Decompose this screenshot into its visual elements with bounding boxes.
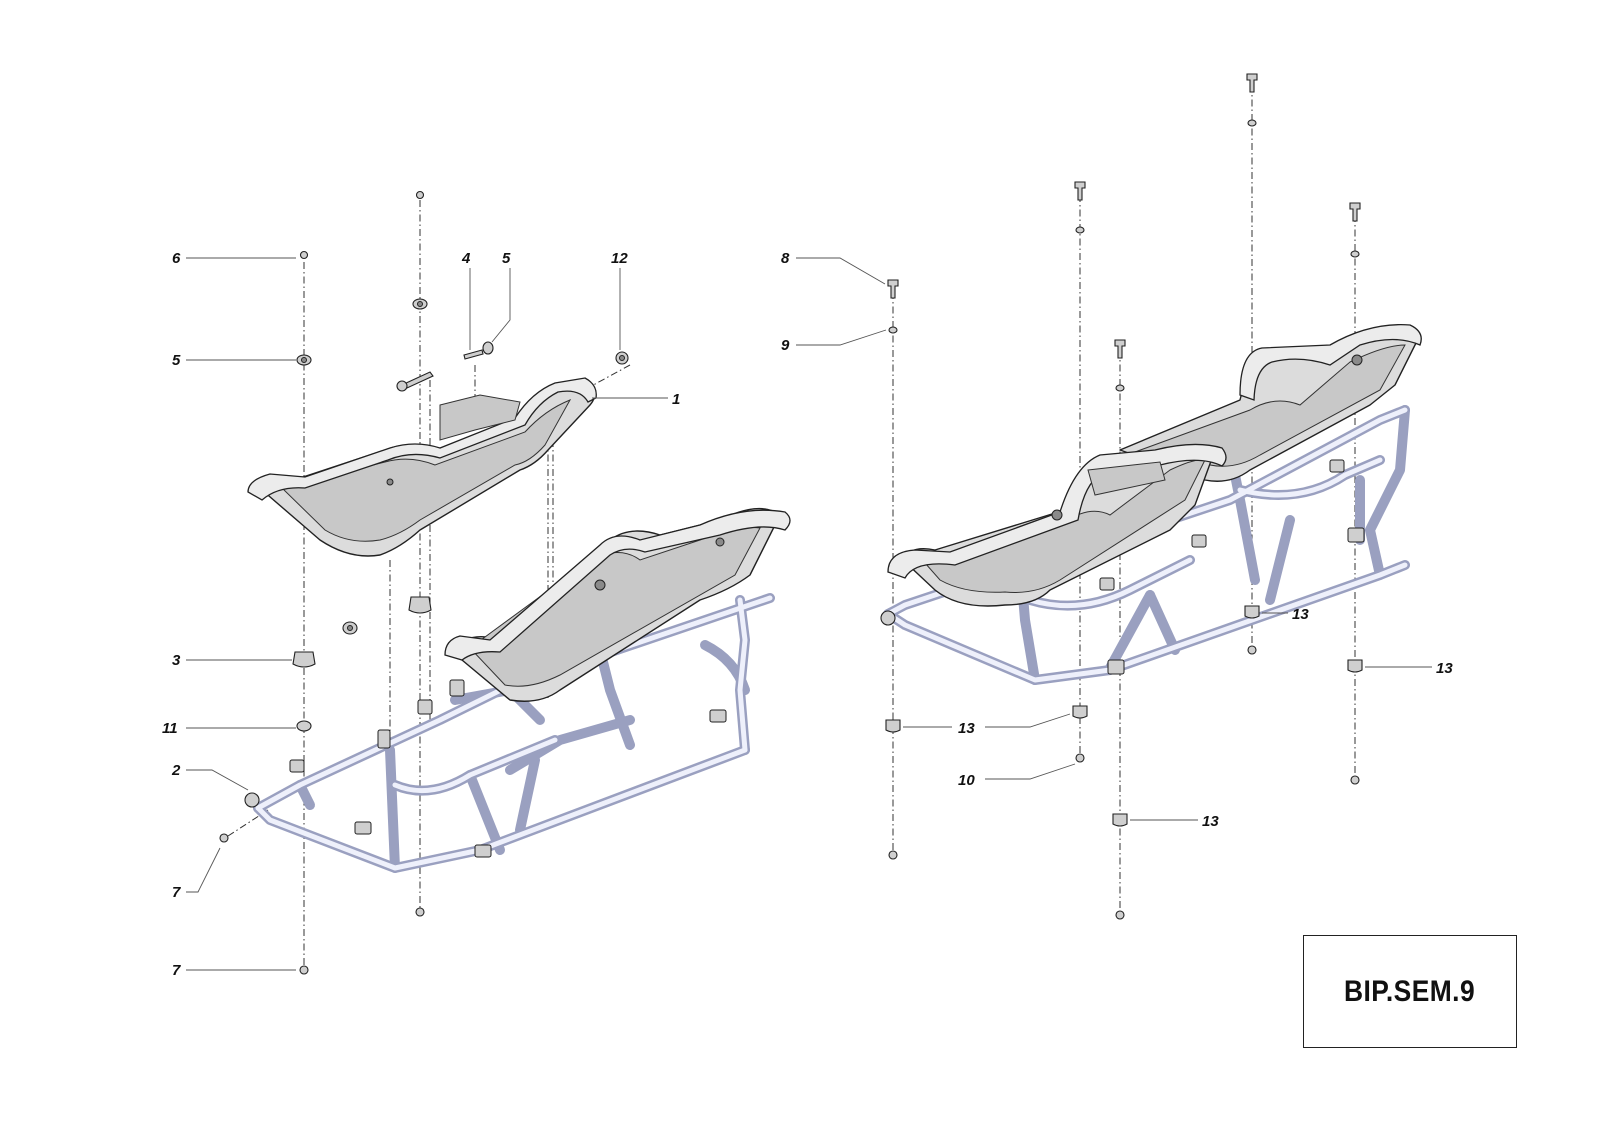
callout-13: 13 bbox=[1292, 606, 1309, 623]
callout-10: 10 bbox=[958, 772, 975, 789]
right-front-seat bbox=[887, 443, 1227, 607]
callout-12: 12 bbox=[611, 250, 628, 267]
callout-5: 5 bbox=[502, 250, 511, 267]
callout-11: 11 bbox=[162, 720, 178, 737]
callout-7: 7 bbox=[172, 962, 181, 979]
callout-9: 9 bbox=[781, 337, 790, 354]
callout-3: 3 bbox=[172, 652, 181, 669]
callout-7: 7 bbox=[172, 884, 181, 901]
right-leaders bbox=[796, 257, 1432, 821]
callout-6: 6 bbox=[172, 250, 181, 267]
callout-2: 2 bbox=[171, 762, 181, 779]
drawing-code-box: BIP.SEM.9 bbox=[1303, 935, 1517, 1048]
callout-1: 1 bbox=[672, 391, 680, 408]
drawing-code: BIP.SEM.9 bbox=[1344, 974, 1476, 1008]
right-fasteners bbox=[885, 73, 1363, 920]
right-callouts: 8 9 13 13 13 10 13 bbox=[781, 250, 1453, 830]
left-fasteners bbox=[219, 190, 629, 975]
callout-13: 13 bbox=[1202, 813, 1219, 830]
left-callouts: 6 5 4 5 12 1 3 11 2 7 7 bbox=[162, 250, 680, 979]
callout-5: 5 bbox=[172, 352, 181, 369]
callout-13: 13 bbox=[1436, 660, 1453, 677]
left-lower-seat bbox=[444, 507, 791, 702]
callout-8: 8 bbox=[781, 250, 790, 267]
right-assembly: 8 9 13 13 13 10 13 bbox=[781, 73, 1453, 920]
left-leaders bbox=[186, 257, 668, 971]
left-assembly: 6 5 4 5 12 1 3 11 2 7 7 bbox=[162, 190, 791, 979]
callout-13: 13 bbox=[958, 720, 975, 737]
callout-4: 4 bbox=[461, 250, 471, 267]
left-upper-seat bbox=[247, 377, 597, 557]
